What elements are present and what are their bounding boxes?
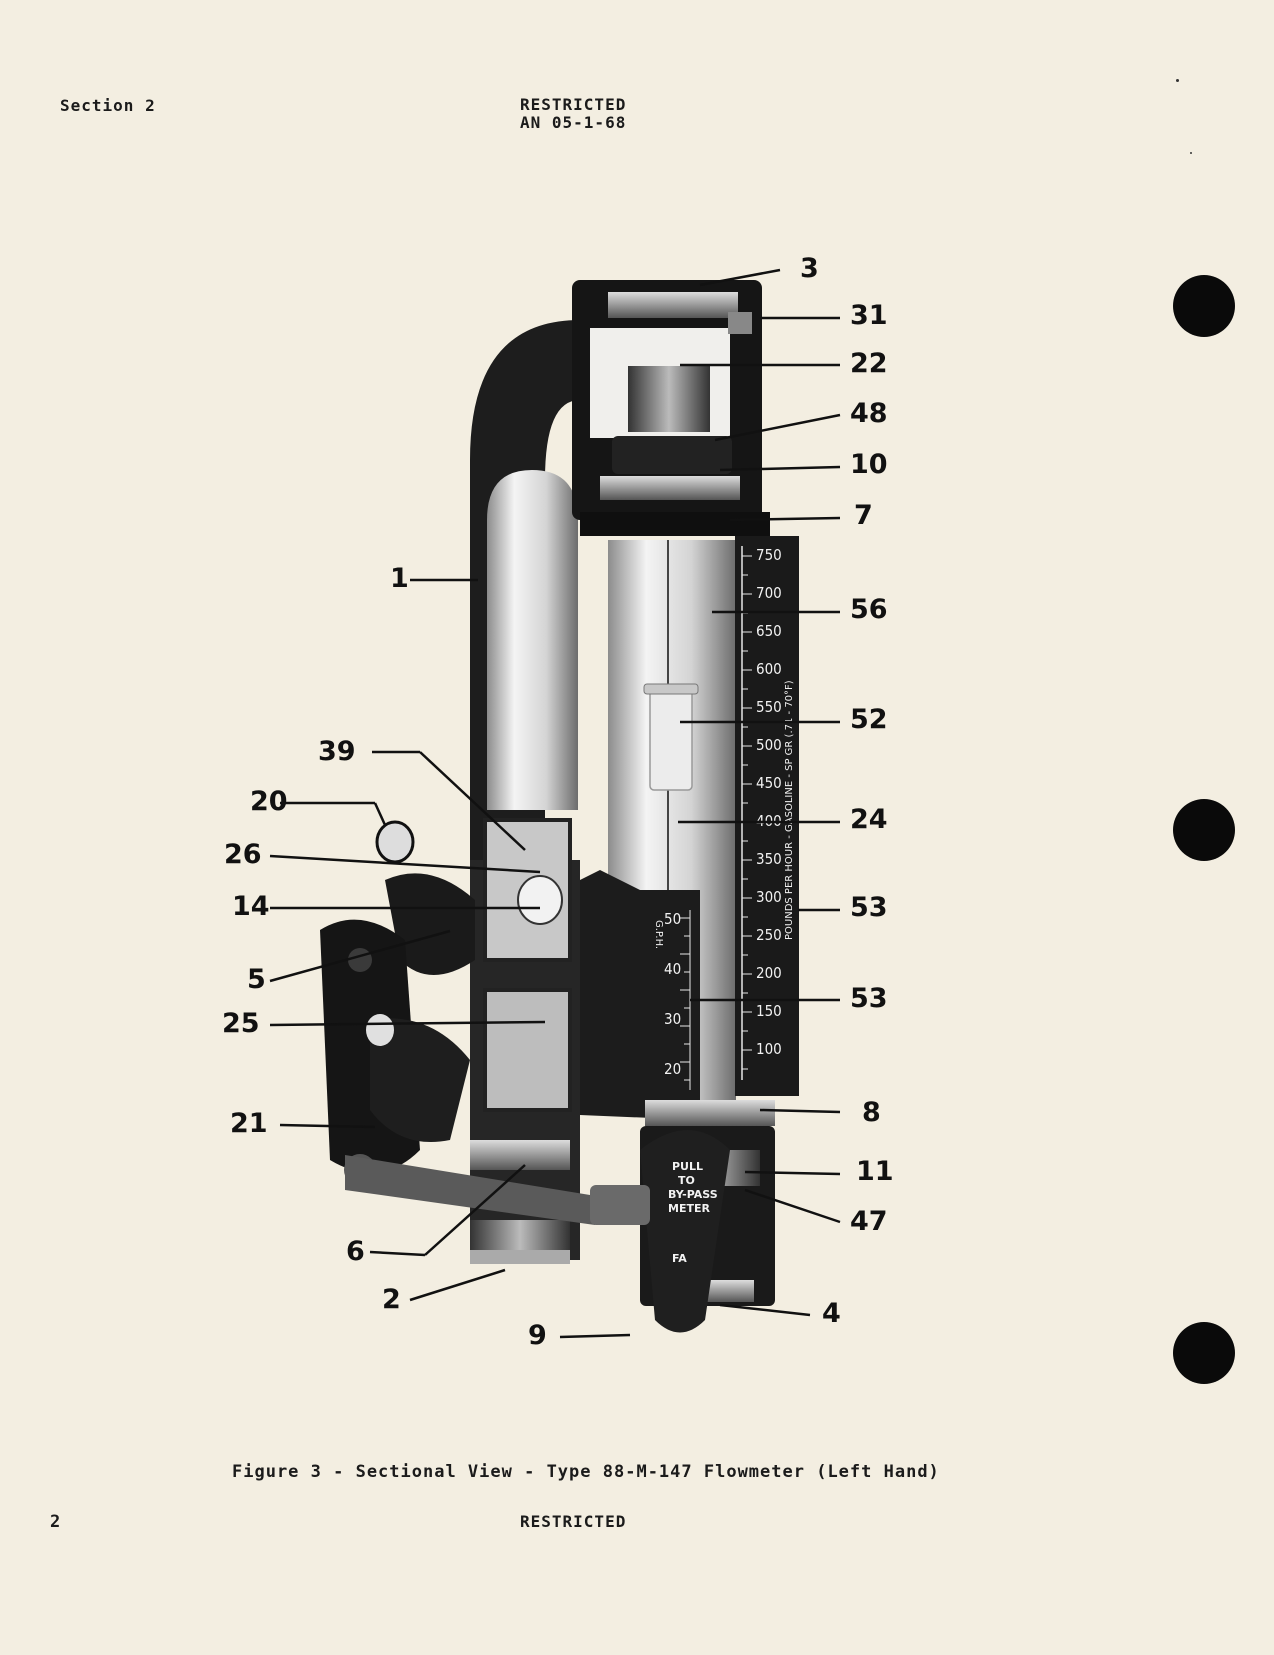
callout-3: 3 xyxy=(800,253,819,284)
scale-tick-label: 550 xyxy=(756,698,782,716)
paper-speck xyxy=(1176,79,1179,82)
callout-24: 24 xyxy=(850,804,888,835)
callout-14: 14 xyxy=(232,891,270,922)
scale-tick-label: 250 xyxy=(756,926,782,944)
callout-39: 39 xyxy=(318,736,356,767)
callout-7: 7 xyxy=(854,500,873,531)
callout-53-lower: 53 xyxy=(850,983,888,1014)
callout-2: 2 xyxy=(382,1284,401,1315)
callout-52: 52 xyxy=(850,704,888,735)
callout-9: 9 xyxy=(528,1320,547,1351)
scale-tick-label: 750 xyxy=(756,546,782,564)
binder-hole xyxy=(1173,799,1235,861)
scale-tick-label: 150 xyxy=(756,1002,782,1020)
binder-hole xyxy=(1173,275,1235,337)
scale-tick-label: 200 xyxy=(756,964,782,982)
scale-tick-label: 700 xyxy=(756,584,782,602)
callout-6: 6 xyxy=(346,1236,365,1267)
callout-31: 31 xyxy=(850,300,888,331)
handle-label: PULL TO BY-PASS METER FA xyxy=(668,1160,718,1265)
callout-8: 8 xyxy=(862,1097,881,1128)
handle-text-line: METER xyxy=(668,1202,710,1215)
document-number: AN 05-1-68 xyxy=(520,113,627,132)
callout-20: 20 xyxy=(250,786,288,817)
callout-21: 21 xyxy=(230,1108,268,1139)
header-block: RESTRICTED AN 05-1-68 xyxy=(520,96,640,132)
pounds-scale-label: POUNDS PER HOUR - GASOLINE - SP GR (.71 … xyxy=(784,680,795,940)
callout-5: 5 xyxy=(247,964,266,995)
callout-47: 47 xyxy=(850,1206,888,1237)
handle-text-line: PULL xyxy=(672,1160,703,1173)
handle-text-line: BY-PASS xyxy=(668,1188,718,1201)
callout-1: 1 xyxy=(390,563,409,594)
scale-tick-label: 100 xyxy=(756,1040,782,1058)
page-number: 2 xyxy=(50,1512,61,1532)
callout-4: 4 xyxy=(822,1298,841,1329)
binder-hole xyxy=(1173,1322,1235,1384)
callout-25: 25 xyxy=(222,1008,260,1039)
classification-header: RESTRICTED xyxy=(520,95,627,114)
callout-26: 26 xyxy=(224,839,262,870)
handle-text-line: TO xyxy=(678,1174,695,1187)
scale-tick-label: 650 xyxy=(756,622,782,640)
pounds-scale-numbers: 750 700 650 600 550 500 450 400 350 300 … xyxy=(756,546,782,1058)
scale-tick-label: 450 xyxy=(756,774,782,792)
gph-tick-label: 20 xyxy=(664,1060,681,1078)
figure-caption: Figure 3 - Sectional View - Type 88-M-14… xyxy=(232,1462,940,1482)
scale-tick-label: 300 xyxy=(756,888,782,906)
classification-footer: RESTRICTED xyxy=(520,1512,627,1531)
gph-tick-label: 40 xyxy=(664,960,681,978)
gph-scale-label: G.P.H. xyxy=(653,920,664,949)
callout-48: 48 xyxy=(850,398,888,429)
callout-11: 11 xyxy=(856,1156,894,1187)
scale-tick-label: 600 xyxy=(756,660,782,678)
scale-tick-label: 350 xyxy=(756,850,782,868)
handle-text-line: FA xyxy=(672,1252,687,1265)
section-label: Section 2 xyxy=(60,96,156,115)
scale-tick-label: 500 xyxy=(756,736,782,754)
gph-tick-label: 30 xyxy=(664,1010,681,1028)
gph-tick-label: 50 xyxy=(664,910,681,928)
paper-speck xyxy=(1190,152,1192,154)
callout-53: 53 xyxy=(850,892,888,923)
callout-10: 10 xyxy=(850,449,888,480)
callout-22: 22 xyxy=(850,348,888,379)
callout-56: 56 xyxy=(850,594,888,625)
